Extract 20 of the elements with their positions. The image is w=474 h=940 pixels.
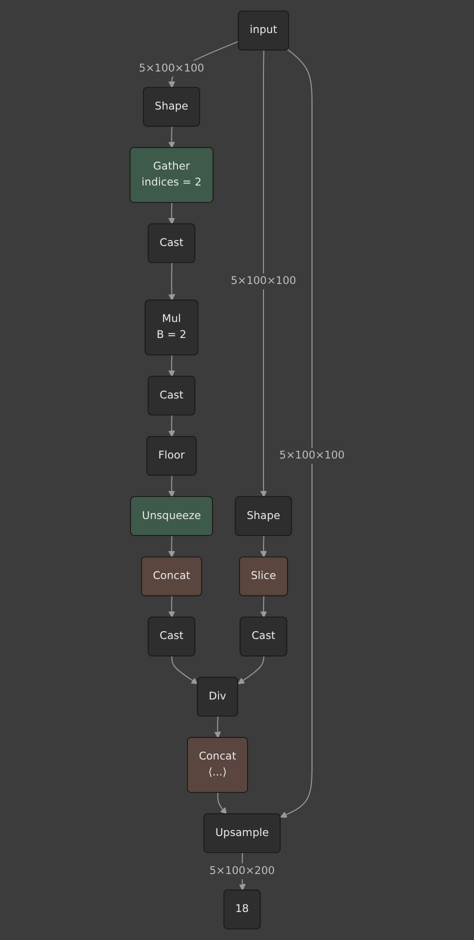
edge-label: 5×100×100: [138, 62, 204, 74]
arrow: [168, 262, 175, 301]
arrow: [168, 535, 175, 558]
arrow: [260, 535, 267, 558]
arrow: [168, 202, 175, 224]
arrow: [237, 656, 264, 684]
arrow: [170, 656, 198, 684]
arrow: [168, 596, 175, 618]
arrow: [168, 415, 175, 438]
arrow: [216, 792, 226, 814]
arrow: [168, 126, 175, 148]
arrow: [168, 354, 175, 377]
arrow: [214, 716, 221, 738]
edge-label: 5×100×100: [278, 449, 344, 462]
arrow: [168, 475, 175, 498]
edge-label: 5×100×200: [208, 864, 274, 878]
arrow: [260, 50, 267, 498]
arrow: [280, 49, 312, 818]
arrow: [260, 596, 267, 618]
edge-label: 5×100×100: [230, 274, 296, 288]
